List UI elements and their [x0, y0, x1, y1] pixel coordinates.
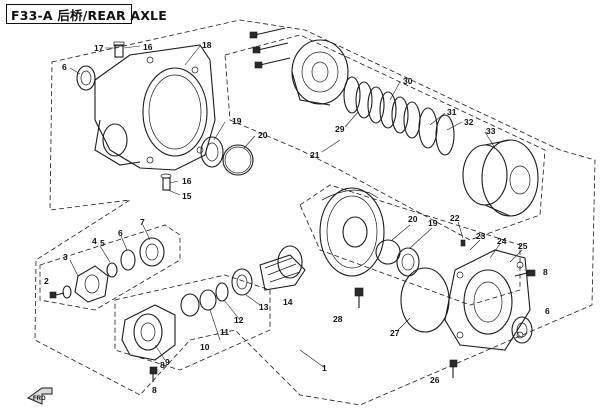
- leader-lines: [69, 45, 523, 369]
- left-bearing-group-outline: [39, 224, 181, 311]
- upper-bolts: [249, 27, 291, 69]
- callout-24: 24: [497, 236, 507, 246]
- callout-19-mid: 19: [428, 218, 438, 228]
- callout-3: 3: [63, 252, 68, 262]
- differential-case-33: [462, 139, 539, 217]
- callout-8-lower: 8: [152, 385, 157, 395]
- oil-seal-top: [76, 65, 96, 91]
- callout-27: 27: [390, 328, 400, 338]
- callout-30: 30: [403, 76, 413, 86]
- clutch-disc-stack: [343, 76, 455, 156]
- axle-housing-bore: [102, 123, 128, 157]
- front-arrow: FRO: [26, 387, 53, 405]
- callout-26: 26: [430, 375, 440, 385]
- ring-10: [180, 293, 200, 317]
- lower-bearing-group-outline: [114, 274, 271, 371]
- main-assembly-outline: [34, 19, 596, 406]
- front-arrow-label: FRO: [33, 396, 46, 402]
- seal-6-left: [120, 249, 136, 271]
- bearing-13: [231, 268, 253, 296]
- callout-4: 4: [92, 236, 97, 246]
- axle-housing: [94, 44, 216, 171]
- nut-5: [106, 262, 118, 278]
- callout-10: 10: [200, 342, 210, 352]
- callout-21: 21: [310, 150, 320, 160]
- callout-6-top: 6: [62, 62, 67, 72]
- callout-12: 12: [234, 315, 244, 325]
- bolt-2: [49, 291, 65, 299]
- bearing-7: [139, 237, 165, 267]
- axle-housing-flange: [142, 67, 208, 157]
- callout-1: 1: [322, 363, 327, 373]
- callout-13: 13: [259, 302, 269, 312]
- callout-18: 18: [202, 40, 212, 50]
- bearing-19-upper: [200, 136, 224, 168]
- bolt-17: [113, 41, 125, 58]
- callout-19-top: 19: [232, 116, 242, 126]
- flange-yoke-4: [74, 265, 109, 303]
- callout-7: 7: [140, 217, 145, 227]
- flange-housing-9: [121, 304, 176, 361]
- callout-9: 9: [165, 357, 170, 367]
- callout-32: 32: [464, 117, 474, 127]
- axle-housing-body: [94, 44, 216, 171]
- callout-11: 11: [220, 327, 229, 337]
- callout-labels: 17 16 18 6 19 20 16 15 30 29 31 32 33 21…: [44, 40, 550, 395]
- callout-16-lower: 16: [182, 176, 192, 186]
- o-ring-20-upper: [222, 144, 254, 176]
- bolt-26: [449, 359, 458, 378]
- callout-8-flange: 8: [160, 360, 165, 370]
- axle-housing-lower: [94, 119, 141, 166]
- callout-16-top: 16: [143, 42, 153, 52]
- callout-29: 29: [335, 124, 345, 134]
- bolt-28: [354, 287, 364, 308]
- diagram-title: F33-A 后桥/REAR AXLE: [11, 7, 167, 23]
- o-ring-20-mid: [375, 239, 401, 265]
- pinion-gear: [259, 245, 306, 291]
- callout-6-right: 6: [545, 306, 550, 316]
- callout-2: 2: [44, 276, 49, 286]
- callout-23: 23: [476, 231, 486, 241]
- callout-25: 25: [518, 241, 528, 251]
- bolt-8-right: [514, 269, 536, 277]
- callout-5: 5: [100, 238, 105, 248]
- bolt-8-lower: [149, 366, 158, 382]
- callout-14: 14: [283, 297, 293, 307]
- callout-17: 17: [94, 43, 104, 53]
- diagram-title-box: F33-A 后桥/REAR AXLE: [6, 4, 167, 24]
- axle-housing-flange-inner: [148, 74, 202, 150]
- pin-22: [460, 239, 466, 247]
- ring-12: [215, 282, 229, 302]
- bearing-19-mid: [396, 247, 420, 277]
- callout-6-left: 6: [118, 228, 123, 238]
- callout-28: 28: [333, 314, 343, 324]
- ring-11: [199, 289, 217, 311]
- o-ring-27: [400, 267, 450, 333]
- oil-seal-right: [511, 316, 533, 344]
- rear-cover: [444, 249, 531, 351]
- differential-carrier: [291, 39, 349, 106]
- callout-15: 15: [182, 191, 192, 201]
- bolt-15: [160, 173, 172, 191]
- callout-31: 31: [447, 107, 457, 117]
- callout-20-mid: 20: [408, 214, 418, 224]
- ring-gear: [319, 187, 385, 277]
- callout-20-top: 20: [258, 130, 268, 140]
- ring-gear-group-outline: [299, 184, 521, 306]
- callout-33: 33: [486, 126, 496, 136]
- washer-3: [62, 285, 72, 299]
- upper-gear-group-outline: [224, 34, 546, 241]
- callout-8-right: 8: [543, 267, 548, 277]
- group-outlines: [34, 19, 596, 406]
- callout-22: 22: [450, 213, 460, 223]
